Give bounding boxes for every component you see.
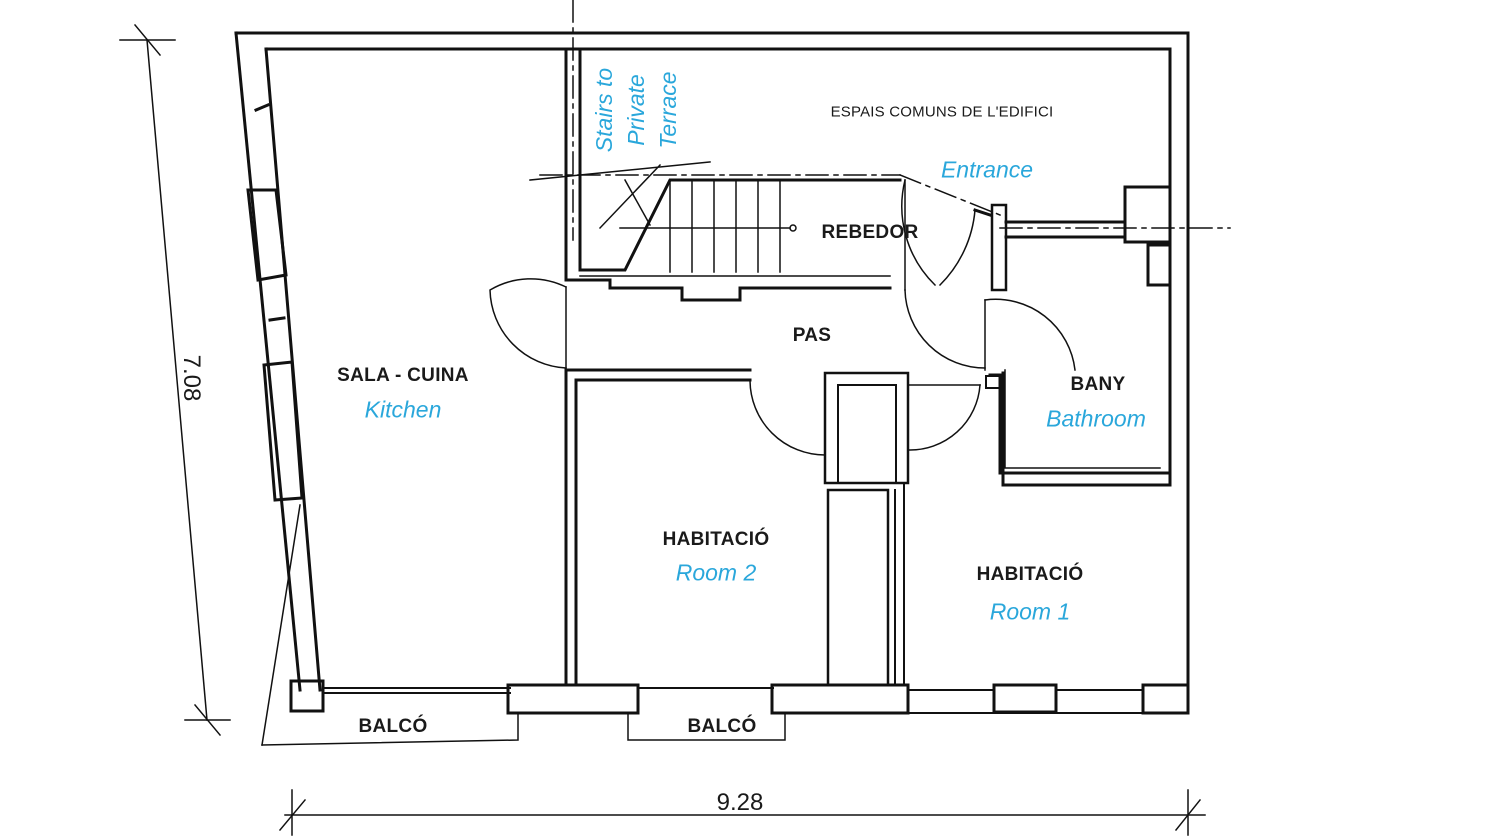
stairs — [529, 161, 797, 273]
habitacio-2-label: HABITACIÓ — [662, 529, 770, 550]
stairs-annotation: Stairs to Private Terrace — [588, 68, 684, 152]
stairs-annotation-line-2: Private — [623, 74, 649, 146]
common-areas-label: ESPAIS COMUNS DE L'EDIFICI — [830, 103, 1054, 121]
rebedor-label: REBEDOR — [821, 222, 919, 243]
dimension-lines — [119, 23, 1206, 836]
sala-cuina-label: SALA - CUINA — [337, 365, 469, 386]
width-dimension: 9.28 — [716, 789, 764, 816]
axis-lines — [539, 0, 1231, 241]
entrance-annotation: Entrance — [940, 156, 1034, 183]
balconies — [261, 504, 786, 746]
height-dimension: 7.08 — [178, 354, 205, 402]
room-1-annotation: Room 1 — [989, 598, 1071, 625]
balco-left-label: BALCÓ — [358, 716, 428, 737]
stairs-annotation-line-3: Terrace — [655, 71, 681, 149]
balco-middle-label: BALCÓ — [687, 716, 757, 737]
interior-walls — [564, 47, 1172, 687]
pas-label: PAS — [792, 325, 832, 346]
kitchen-annotation: Kitchen — [364, 396, 442, 423]
habitacio-1-label: HABITACIÓ — [976, 564, 1084, 585]
room-2-annotation: Room 2 — [675, 559, 757, 586]
stairs-annotation-line-1: Stairs to — [591, 67, 617, 153]
bany-label: BANY — [1070, 374, 1126, 395]
bottom-wall — [289, 679, 1190, 715]
bathroom-annotation: Bathroom — [1046, 405, 1146, 432]
left-facade-windows — [246, 103, 304, 502]
door-swings — [489, 179, 1076, 456]
